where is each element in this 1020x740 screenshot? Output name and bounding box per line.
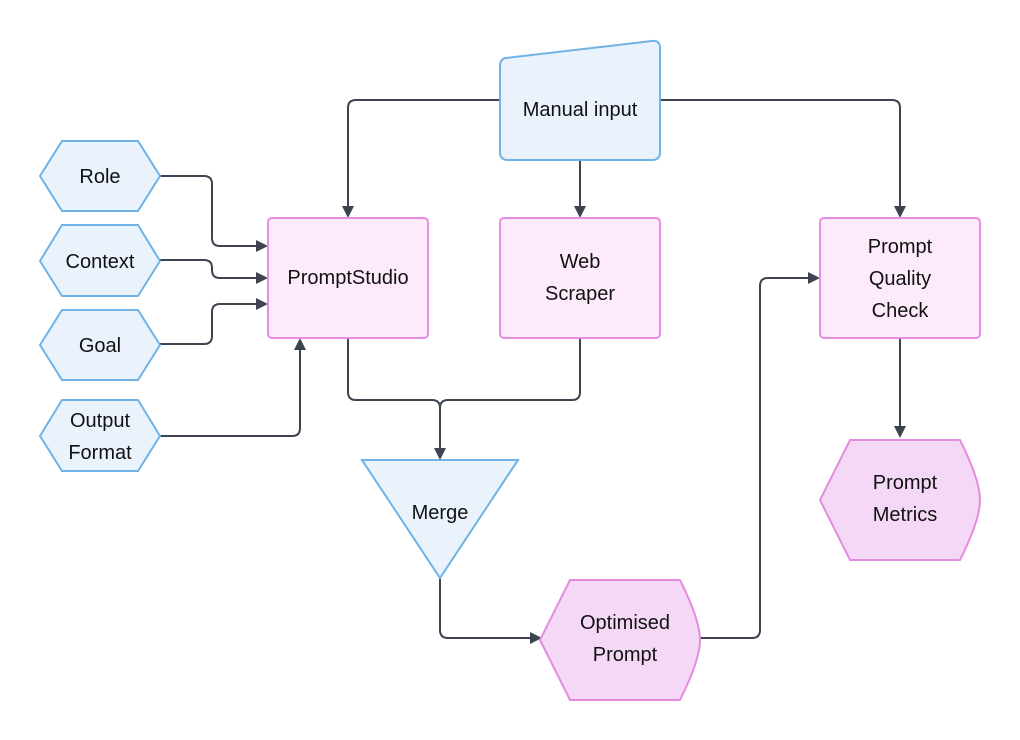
node-context[interactable]: Context — [38, 224, 162, 297]
label-line: Manual input — [523, 99, 638, 121]
edge-manual-input-to-prompt-quality-check — [660, 99, 906, 218]
label-line: Role — [79, 166, 120, 188]
label-line: Metrics — [873, 504, 937, 526]
edge-optimised-prompt-to-prompt-quality-check — [700, 272, 820, 639]
label-line: Quality — [869, 268, 931, 290]
label-line: Prompt — [593, 644, 658, 666]
context-shape — [38, 224, 162, 297]
merge-shape — [360, 459, 520, 580]
prompt-quality-check-shape — [819, 217, 981, 339]
context-label: Context — [66, 251, 135, 273]
label-line: PromptStudio — [287, 267, 408, 289]
edge-context-to-prompt-studio — [160, 259, 268, 284]
edge-web-scraper-to-merge — [439, 338, 581, 409]
label-line: Optimised — [580, 612, 670, 634]
label-line: Merge — [412, 502, 469, 524]
label-line: Prompt — [868, 236, 933, 258]
edge-merge-to-optimised-prompt — [439, 578, 542, 644]
edge-manual-input-to-prompt-studio — [342, 99, 500, 218]
label-line: Prompt — [873, 472, 938, 494]
edge-goal-to-prompt-studio — [160, 298, 268, 345]
label-line: Context — [66, 251, 135, 273]
edge-output-format-to-prompt-studio — [160, 338, 306, 437]
role-label: Role — [79, 166, 120, 188]
output-format-shape — [38, 399, 162, 472]
optimised-prompt-shape — [538, 579, 702, 701]
node-prompt-studio[interactable]: PromptStudio — [267, 217, 429, 339]
label-line: Format — [68, 442, 132, 464]
role-shape — [38, 140, 162, 212]
label-line: Web — [560, 251, 601, 273]
manual-input-label: Manual input — [523, 99, 638, 121]
node-role[interactable]: Role — [38, 140, 162, 212]
prompt-studio-shape — [267, 217, 429, 339]
goal-shape — [38, 309, 162, 381]
prompt-studio-label: PromptStudio — [287, 267, 408, 289]
label-line: Check — [872, 300, 930, 322]
label-line: Goal — [79, 335, 121, 357]
merge-label: Merge — [412, 502, 469, 524]
node-goal[interactable]: Goal — [38, 309, 162, 381]
edge-prompt-studio-to-merge — [347, 338, 441, 409]
web-scraper-shape — [499, 217, 661, 339]
goal-label: Goal — [79, 335, 121, 357]
manual-input-shape — [499, 39, 661, 161]
edge-role-to-prompt-studio — [160, 175, 268, 252]
label-line: Output — [70, 410, 130, 432]
prompt-metrics-shape — [818, 439, 982, 561]
label-line: Scraper — [545, 283, 615, 305]
node-merge[interactable]: Merge — [360, 459, 520, 580]
edges — [160, 99, 906, 644]
node-manual-input[interactable]: Manual input — [499, 39, 661, 161]
